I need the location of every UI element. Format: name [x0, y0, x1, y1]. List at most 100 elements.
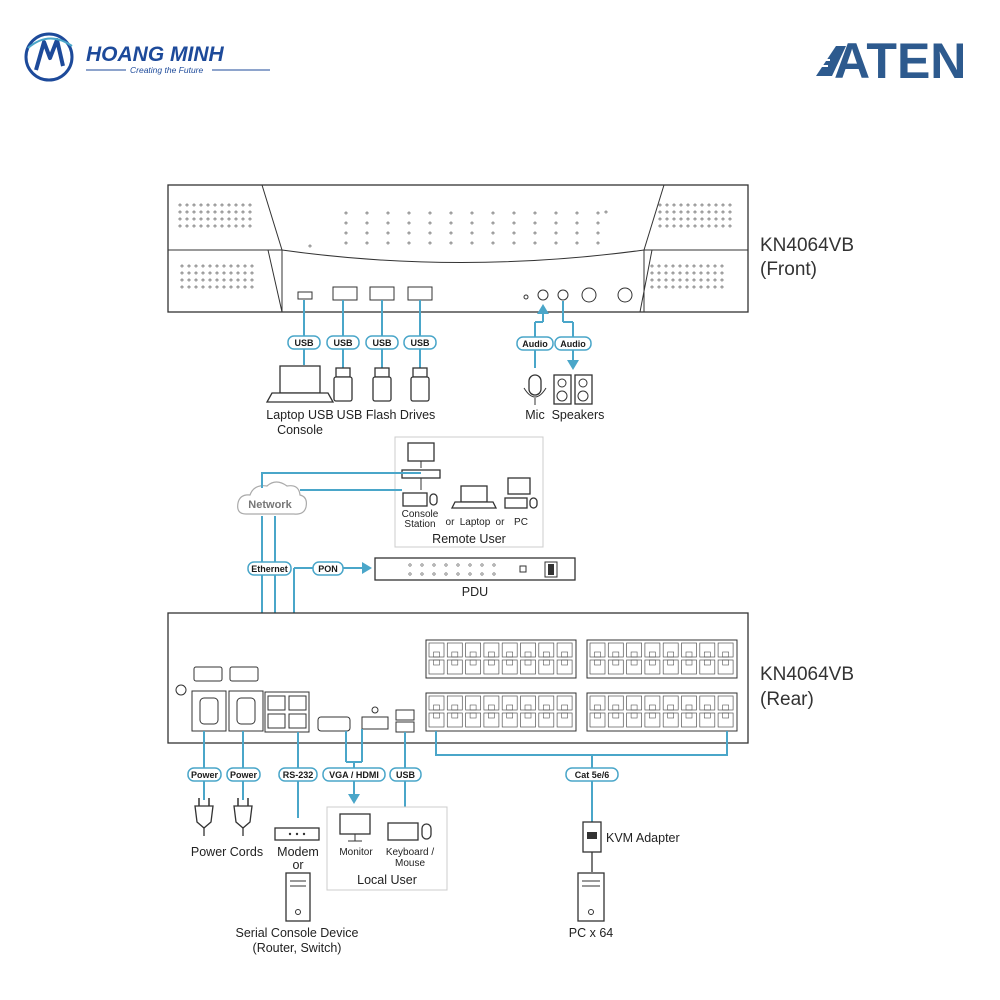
pc-remote-label: PC	[514, 517, 528, 528]
svg-text:USB: USB	[372, 338, 392, 348]
rj45-port-icon	[556, 642, 573, 658]
rj45-port-icon	[589, 712, 606, 728]
kvm-adapter-label: KVM Adapter	[606, 831, 680, 845]
mouse-icon	[429, 493, 438, 506]
power-switch-1	[193, 666, 223, 682]
rj45-port-icon	[662, 642, 679, 658]
svg-text:VGA / HDMI: VGA / HDMI	[329, 770, 379, 780]
rj45-port-icon	[446, 712, 463, 728]
monitor-icon	[407, 442, 435, 468]
rj45-port-icon	[662, 712, 679, 728]
local-user-box: Monitor Keyboard / Mouse Local User	[326, 806, 448, 891]
kvm-port-bank-3	[425, 692, 577, 732]
or-label-2: or	[496, 517, 506, 528]
laptop-remote-label: Laptop	[460, 517, 491, 528]
rj45-port-icon	[465, 695, 481, 711]
pdu-device	[374, 557, 576, 581]
badge-pon: PON	[312, 561, 344, 576]
rj45-port-icon	[483, 695, 500, 711]
badge-audio-mic: Audio	[516, 336, 554, 351]
lan-ports	[264, 691, 310, 733]
rj45-port-icon	[626, 642, 642, 658]
modem-icon	[274, 827, 320, 841]
rj45-port-icon	[428, 712, 445, 728]
or-label-3: or	[292, 858, 303, 872]
badge-vga-hdmi: VGA / HDMI	[322, 767, 386, 782]
svg-text:Power: Power	[230, 770, 258, 780]
front-view-label: (Front)	[760, 259, 817, 280]
monitor-label: Monitor	[339, 847, 373, 858]
badge-power-1: Power	[187, 767, 222, 782]
vga-port	[317, 716, 351, 732]
pc-tower-icon	[285, 872, 311, 922]
microphone-icon	[523, 374, 547, 405]
rj45-port-icon	[717, 695, 734, 711]
kvm-port-bank-2	[586, 639, 738, 679]
rear-view-label: (Rear)	[760, 689, 814, 710]
rear-model-label: KN4064VB	[760, 664, 854, 685]
speakers-label: Speakers	[552, 408, 605, 422]
badge-usb-console: USB	[287, 335, 321, 350]
svg-text:Power: Power	[191, 770, 219, 780]
svg-text:USB: USB	[294, 338, 314, 348]
rj45-port-icon	[538, 659, 555, 675]
pdu-label: PDU	[462, 585, 488, 599]
rj45-port-icon	[501, 712, 518, 728]
rj45-port-icon	[681, 712, 697, 728]
power-cords-label: Power Cords	[191, 845, 263, 859]
rj45-port-icon	[446, 642, 463, 658]
mic-label: Mic	[525, 408, 544, 422]
laptop-icon	[450, 485, 498, 509]
rj45-port-icon	[428, 695, 445, 711]
aten-logo: ATEN	[812, 33, 966, 89]
usb-port-1	[332, 286, 358, 301]
kvm-port-bank-1	[425, 639, 577, 679]
rj45-port-icon	[446, 695, 463, 711]
mini-usb-port	[297, 291, 313, 300]
console-station-label-1: Console	[402, 509, 439, 520]
rj45-port-icon	[483, 642, 500, 658]
laptop-icon	[265, 365, 335, 403]
svg-text:Ethernet: Ethernet	[251, 564, 288, 574]
svg-text:Audio: Audio	[522, 339, 548, 349]
laptop-console-label-2: Console	[277, 423, 323, 437]
rj45-port-icon	[699, 659, 716, 675]
mic-jack	[537, 289, 549, 301]
svg-text:RS-232: RS-232	[283, 770, 314, 780]
badge-usb-flash-3: USB	[403, 335, 437, 350]
rj45-port-icon	[644, 659, 661, 675]
rj45-port-icon	[465, 642, 481, 658]
front-cables	[303, 300, 579, 370]
rear-panel	[167, 612, 749, 744]
rj45-port-icon	[681, 659, 697, 675]
rj45-port-icon	[520, 642, 536, 658]
rj45-port-icon	[520, 659, 536, 675]
svg-text:USB: USB	[333, 338, 353, 348]
rj45-port-icon	[644, 712, 661, 728]
rj45-port-icon	[483, 659, 500, 675]
rj45-port-icon	[589, 642, 606, 658]
power-plug-icon	[194, 798, 214, 836]
ground-screw	[175, 684, 187, 696]
usb-flash-drive-icon	[410, 367, 430, 402]
keyboard-icon	[387, 822, 419, 841]
mouse-icon	[421, 823, 432, 840]
rj45-port-icon	[465, 712, 481, 728]
power-socket-1	[191, 690, 227, 732]
rear-usb-port-1	[395, 709, 415, 721]
kvm-port-bank-4	[586, 692, 738, 732]
badge-usb-rear: USB	[389, 767, 422, 782]
badge-audio-speakers: Audio	[554, 336, 592, 351]
rj45-port-icon	[589, 659, 606, 675]
kvm-adapter-icon	[582, 821, 602, 872]
keyboard-mouse-label-1: Keyboard /	[386, 847, 435, 858]
svg-text:USB: USB	[410, 338, 430, 348]
hoang-minh-logo: HOANG MINH Creating the Future	[24, 32, 270, 82]
rj45-port-icon	[589, 695, 606, 711]
rj45-port-icon	[699, 695, 716, 711]
brand-name: ATEN	[834, 33, 966, 89]
hdmi-port	[361, 716, 389, 730]
svg-text:PON: PON	[318, 564, 338, 574]
rj45-port-icon	[538, 642, 555, 658]
company-tagline: Creating the Future	[130, 65, 204, 75]
